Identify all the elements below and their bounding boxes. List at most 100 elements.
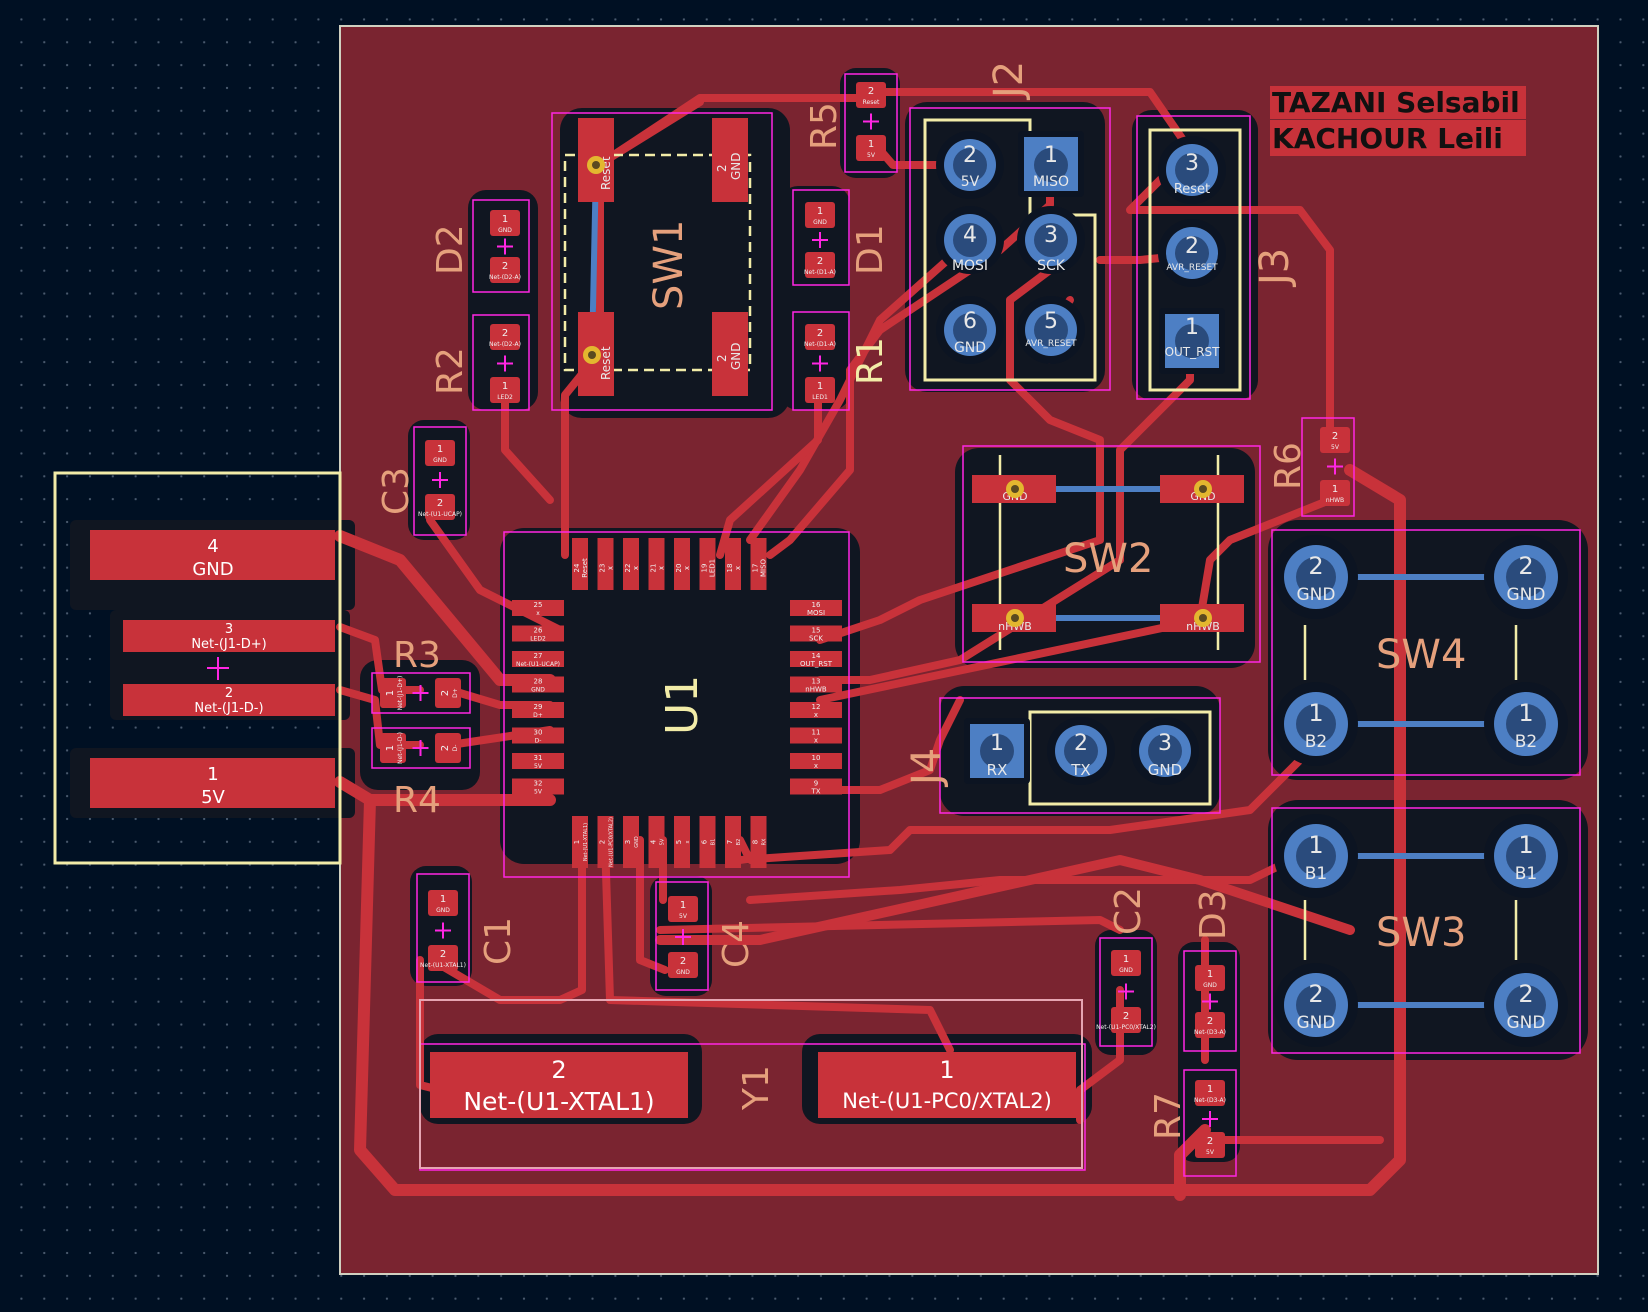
- sw1-pad-label: Reset: [599, 346, 613, 380]
- usb-connector-j1[interactable]: 4 GND 3 Net-(J1-D+) 2 Net-(J1-D-) 1 5V: [90, 530, 335, 808]
- u1-pad[interactable]: 10x: [790, 753, 842, 770]
- ref-j4: J4: [904, 748, 950, 788]
- crystal-silk: [419, 999, 1083, 1169]
- u1-pad-net: x: [814, 762, 818, 770]
- u1-pad-num: 22: [624, 564, 632, 573]
- isp-pin6-num: 6: [963, 309, 977, 334]
- u1-pad-num: 21: [650, 564, 658, 573]
- switch-sw2[interactable]: GND GND nHWB nHWB: [972, 475, 1244, 633]
- ref-sw1: SW1: [646, 220, 692, 310]
- pad-net: 5V: [679, 913, 688, 920]
- isp-pin2-net: 5V: [961, 174, 980, 190]
- pad-num: 2: [868, 86, 874, 97]
- pad-net: Net-(J1-D-): [397, 732, 404, 764]
- pad-net: GND: [498, 227, 512, 234]
- sw4-pad-net: B2: [1515, 732, 1537, 752]
- u1-pad[interactable]: 30D-: [512, 727, 564, 745]
- pad-num: 1: [502, 381, 508, 392]
- usb-pin1-num: 1: [207, 764, 218, 785]
- pad-num: 1: [440, 894, 446, 905]
- crystal-y1[interactable]: 2 Net-(U1-XTAL1) 1 Net-(U1-PC0/XTAL2): [430, 1052, 1076, 1118]
- y1-pin1-net: Net-(U1-PC0/XTAL2): [842, 1089, 1052, 1113]
- switch-sw1[interactable]: Reset 2 GND Reset 2 GND: [578, 118, 748, 396]
- u1-pad-net: MOSI: [807, 609, 825, 617]
- u1-pad-num: 25: [534, 601, 543, 609]
- u1-pad[interactable]: 9TX: [790, 778, 842, 796]
- sw3-pad-num: 2: [1308, 980, 1323, 1008]
- smd-passives[interactable]: 2Reset15V1GND2Net-(D2-A)2Net-(D2-A)1LED2…: [380, 82, 1350, 1158]
- part-origin: [675, 929, 691, 945]
- u1-pad[interactable]: 12x: [790, 702, 842, 719]
- u1-pad-net: 5V: [534, 789, 543, 796]
- u1-pad[interactable]: 11x: [790, 727, 842, 745]
- usb-pin3-num: 3: [225, 622, 233, 637]
- u1-pad-net: LED1: [709, 559, 717, 577]
- y1-pin1-num: 1: [939, 1056, 954, 1084]
- u1-pad-net: Net-(U1-XTAL1): [583, 823, 589, 861]
- usb-pin2-num: 2: [225, 686, 233, 701]
- sw4-pad-num: 1: [1308, 699, 1323, 727]
- u1-pad-num: 9: [814, 780, 818, 788]
- pad-num: 2: [440, 690, 451, 696]
- u1-pad[interactable]: 29D+: [512, 702, 564, 719]
- th-pads[interactable]: 2 5V 1 MISO 4 MOSI 3 SCK 6 GND 5 AVR_RES…: [936, 131, 1568, 1047]
- u1-pad[interactable]: 25x: [512, 600, 564, 617]
- pad-net: 5V: [1331, 444, 1340, 451]
- pad-net: GND: [1119, 967, 1133, 974]
- u1-pad-num: 10: [812, 754, 821, 762]
- usb-pin4-num: 4: [207, 536, 218, 557]
- pad-net: nHWB: [1326, 497, 1344, 504]
- pad-num: 1: [1123, 954, 1129, 965]
- ref-c4: C4: [716, 920, 757, 968]
- isp-pin4-num: 4: [963, 223, 977, 248]
- pad-num: 1: [1332, 484, 1338, 495]
- ref-r3: R3: [393, 635, 441, 676]
- pad-net: 5V: [867, 152, 876, 159]
- u1-pad-net: 5V: [534, 763, 543, 770]
- part-origin: [812, 232, 828, 248]
- ref-r2: R2: [430, 347, 471, 395]
